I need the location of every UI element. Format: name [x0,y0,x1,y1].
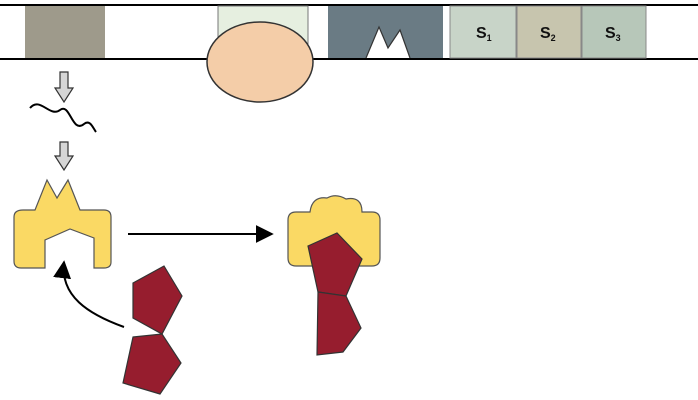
enzyme-left [13,178,112,269]
substrate-bound-top [307,232,363,297]
hollow-down-arrow-icon [53,71,75,104]
segment-s2-box [516,5,582,59]
membrane [0,4,698,60]
oval-shape [206,21,314,103]
wavy-line-icon [29,103,97,133]
gray-block [25,6,105,58]
segment-s1: S1 [449,5,517,59]
hollow-down-arrow-icon-2 [53,141,75,172]
segment-s3-label: S3 [605,25,621,43]
segment-s3-box [581,5,647,59]
segment-s2-label: S2 [540,25,556,43]
segment-s1-label: S1 [476,25,492,43]
slate-notch-outline [365,25,411,59]
substrate-bound-bottom [316,291,362,356]
slate-receptor-block [328,6,443,58]
segment-s2: S2 [516,5,582,59]
segment-s1-box [449,5,517,59]
substrate-free-top [132,265,183,335]
substrate-free-bottom [122,333,182,395]
segment-s3: S3 [581,5,647,59]
curved-arrow-icon [53,260,125,328]
